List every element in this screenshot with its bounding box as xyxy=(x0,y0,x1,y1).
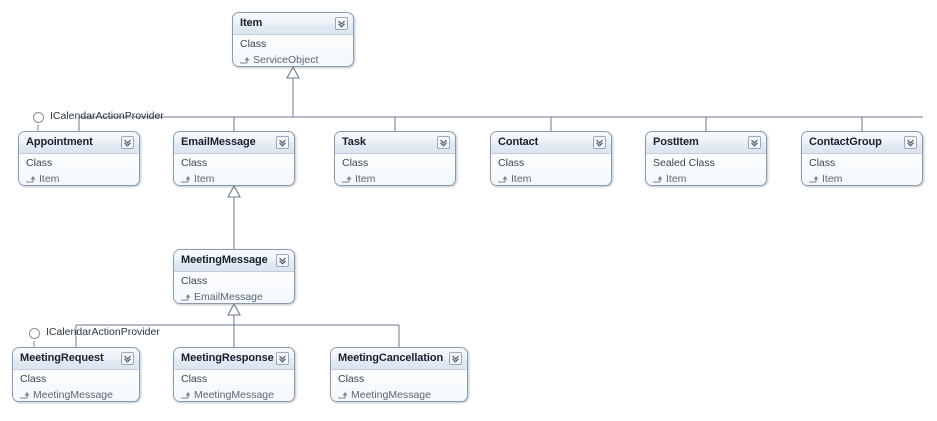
inheritance-arrow-icon xyxy=(19,389,31,401)
inheritance-arrow-icon xyxy=(180,389,192,401)
chevron-double-down-icon[interactable] xyxy=(121,136,134,149)
class-box-meetingrequest[interactable]: MeetingRequest Class MeetingMessage xyxy=(12,347,140,402)
class-header: Task xyxy=(335,132,455,154)
class-stereotype: Class xyxy=(181,275,208,287)
chevron-double-down-icon[interactable] xyxy=(276,254,289,267)
class-box-task[interactable]: Task Class Item xyxy=(334,131,456,186)
inheritance-arrow-icon xyxy=(808,173,820,185)
class-name: EmailMessage xyxy=(181,136,256,148)
class-base-type: Item xyxy=(666,173,687,185)
class-box-contactgroup[interactable]: ContactGroup Class Item xyxy=(801,131,923,186)
class-body: Class Item xyxy=(802,154,922,185)
class-box-emailmessage[interactable]: EmailMessage Class Item xyxy=(173,131,295,186)
class-body: Class Item xyxy=(491,154,611,185)
class-box-item[interactable]: Item Class ServiceObject xyxy=(232,12,354,67)
class-header: MeetingMessage xyxy=(174,250,294,272)
class-box-meetingcancellation[interactable]: MeetingCancellation Class MeetingMessage xyxy=(330,347,468,402)
class-header: Contact xyxy=(491,132,611,154)
chevron-double-down-icon[interactable] xyxy=(276,136,289,149)
interface-label: ICalendarActionProvider xyxy=(50,110,164,122)
class-base-type: MeetingMessage xyxy=(351,389,431,401)
chevron-double-down-icon[interactable] xyxy=(437,136,450,149)
class-name: MeetingMessage xyxy=(181,254,268,266)
chevron-double-down-icon[interactable] xyxy=(335,17,348,30)
class-name: MeetingRequest xyxy=(20,352,104,364)
class-stereotype: Class xyxy=(240,38,267,50)
interface-label: ICalendarActionProvider xyxy=(46,326,160,338)
class-stereotype: Class xyxy=(338,373,365,385)
class-name: Task xyxy=(342,136,366,148)
inheritance-arrow-icon xyxy=(180,173,192,185)
class-box-postitem[interactable]: PostItem Sealed Class Item xyxy=(645,131,767,186)
class-base-type: Item xyxy=(355,173,376,185)
class-body: Class MeetingMessage xyxy=(331,370,467,401)
class-stereotype: Class xyxy=(181,157,208,169)
class-header: EmailMessage xyxy=(174,132,294,154)
class-base-type: MeetingMessage xyxy=(194,389,274,401)
class-stereotype: Class xyxy=(181,373,208,385)
class-name: MeetingCancellation xyxy=(338,352,444,364)
class-name: MeetingResponse xyxy=(181,352,274,364)
class-body: Class Item xyxy=(174,154,294,185)
class-stereotype: Class xyxy=(342,157,369,169)
inheritance-arrow-icon xyxy=(25,173,37,185)
chevron-double-down-icon[interactable] xyxy=(593,136,606,149)
class-box-appointment[interactable]: Appointment Class Item xyxy=(18,131,140,186)
chevron-double-down-icon[interactable] xyxy=(449,352,462,365)
class-box-meetingmessage[interactable]: MeetingMessage Class EmailMessage xyxy=(173,249,295,304)
inheritance-triangle-item xyxy=(286,65,300,79)
class-base-type: Item xyxy=(511,173,532,185)
class-body: Class Item xyxy=(335,154,455,185)
interface-circle-icon xyxy=(29,328,40,339)
class-name: Item xyxy=(240,17,263,29)
inheritance-arrow-icon xyxy=(239,54,251,66)
class-base-type: EmailMessage xyxy=(194,291,263,303)
class-header: Item xyxy=(233,13,353,35)
class-header: MeetingCancellation xyxy=(331,348,467,370)
chevron-double-down-icon[interactable] xyxy=(748,136,761,149)
inheritance-triangle-emailmessage xyxy=(227,184,241,198)
class-body: Class MeetingMessage xyxy=(13,370,139,401)
class-header: ContactGroup xyxy=(802,132,922,154)
class-body: Class ServiceObject xyxy=(233,35,353,66)
class-header: Appointment xyxy=(19,132,139,154)
class-base-type: Item xyxy=(194,173,215,185)
class-stereotype: Class xyxy=(26,157,53,169)
class-body: Class MeetingMessage xyxy=(174,370,294,401)
inheritance-arrow-icon xyxy=(341,173,353,185)
inheritance-triangle-meetingmessage xyxy=(227,302,241,316)
inheritance-arrow-icon xyxy=(652,173,664,185)
class-stereotype: Class xyxy=(498,157,525,169)
class-base-type: ServiceObject xyxy=(253,54,319,66)
chevron-double-down-icon[interactable] xyxy=(904,136,917,149)
chevron-double-down-icon[interactable] xyxy=(121,352,134,365)
inheritance-arrow-icon xyxy=(337,389,349,401)
class-header: PostItem xyxy=(646,132,766,154)
class-box-contact[interactable]: Contact Class Item xyxy=(490,131,612,186)
class-base-type: MeetingMessage xyxy=(33,389,113,401)
class-body: Sealed Class Item xyxy=(646,154,766,185)
inheritance-arrow-icon xyxy=(180,291,192,303)
class-name: Appointment xyxy=(26,136,93,148)
class-base-type: Item xyxy=(822,173,843,185)
class-box-meetingresponse[interactable]: MeetingResponse Class MeetingMessage xyxy=(173,347,295,402)
interface-circle-icon xyxy=(33,112,44,123)
class-name: ContactGroup xyxy=(809,136,882,148)
class-body: Class Item xyxy=(19,154,139,185)
class-stereotype: Sealed Class xyxy=(653,157,715,169)
chevron-double-down-icon[interactable] xyxy=(276,352,289,365)
class-stereotype: Class xyxy=(809,157,836,169)
class-name: PostItem xyxy=(653,136,699,148)
class-base-type: Item xyxy=(39,173,60,185)
class-name: Contact xyxy=(498,136,539,148)
class-header: MeetingResponse xyxy=(174,348,294,370)
inheritance-arrow-icon xyxy=(497,173,509,185)
class-stereotype: Class xyxy=(20,373,47,385)
class-header: MeetingRequest xyxy=(13,348,139,370)
class-body: Class EmailMessage xyxy=(174,272,294,303)
